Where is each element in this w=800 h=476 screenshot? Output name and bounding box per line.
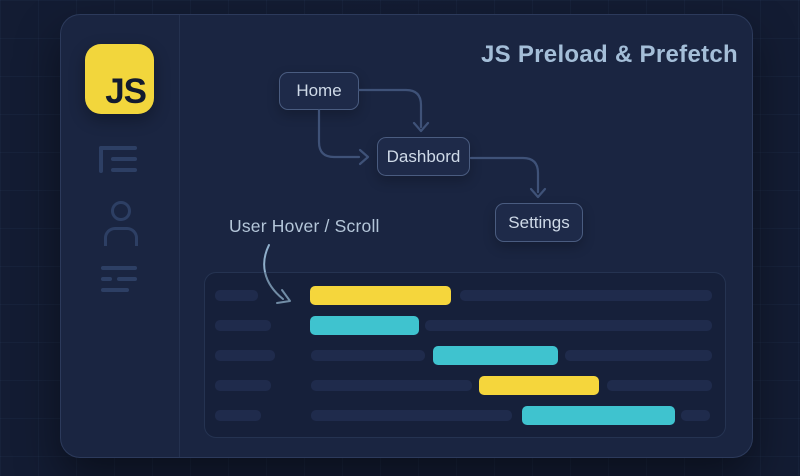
row-label-bar [215,350,275,361]
timeline-bar-track [565,350,712,361]
timeline-bar-teal [310,316,419,335]
row-label-bar [215,320,271,331]
annotation-label: User Hover / Scroll [229,216,380,236]
list-icon[interactable] [99,146,143,186]
edge-dashbord-settings [469,156,540,194]
timeline-bar-track [311,380,472,391]
flow-node-settings-label: Settings [508,212,570,232]
timeline-bar-track [460,290,712,301]
row-label-bar [215,380,271,391]
flow-node-home: Home [279,72,359,110]
arrowhead-down-icon [529,187,547,199]
row-label-bar [215,290,258,301]
timeline-bar-yellow [310,286,451,305]
user-icon[interactable] [99,201,143,247]
flow-node-settings: Settings [495,203,583,242]
flow-node-dashbord-label: Dashbord [386,146,461,166]
edge-home-dashbord-top [357,88,423,129]
flow-node-dashbord: Dashbord [377,137,470,176]
app-card: JS JS Preload & Prefetch Home [60,14,753,458]
arrowhead-down-icon [412,121,430,133]
timeline-bar-track [311,350,425,361]
timeline-bar-track [311,410,512,421]
timeline-bar-yellow [479,376,599,395]
flow-node-home-label: Home [296,81,342,100]
timeline-bar-track [425,320,712,331]
timeline-bar-track [607,380,712,391]
timeline-panel [204,272,726,438]
edge-home-dashbord-left [317,108,361,159]
sidebar: JS [61,15,180,457]
timeline-bar-teal [522,406,675,425]
page-title: JS Preload & Prefetch [480,41,738,68]
row-label-bar [215,410,261,421]
js-logo: JS [85,44,154,114]
arrowhead-right-icon [358,148,370,166]
js-logo-text: JS [105,72,147,111]
filter-lines-icon[interactable] [99,266,143,306]
timeline-bar-track [681,410,710,421]
timeline-bar-teal [433,346,558,365]
